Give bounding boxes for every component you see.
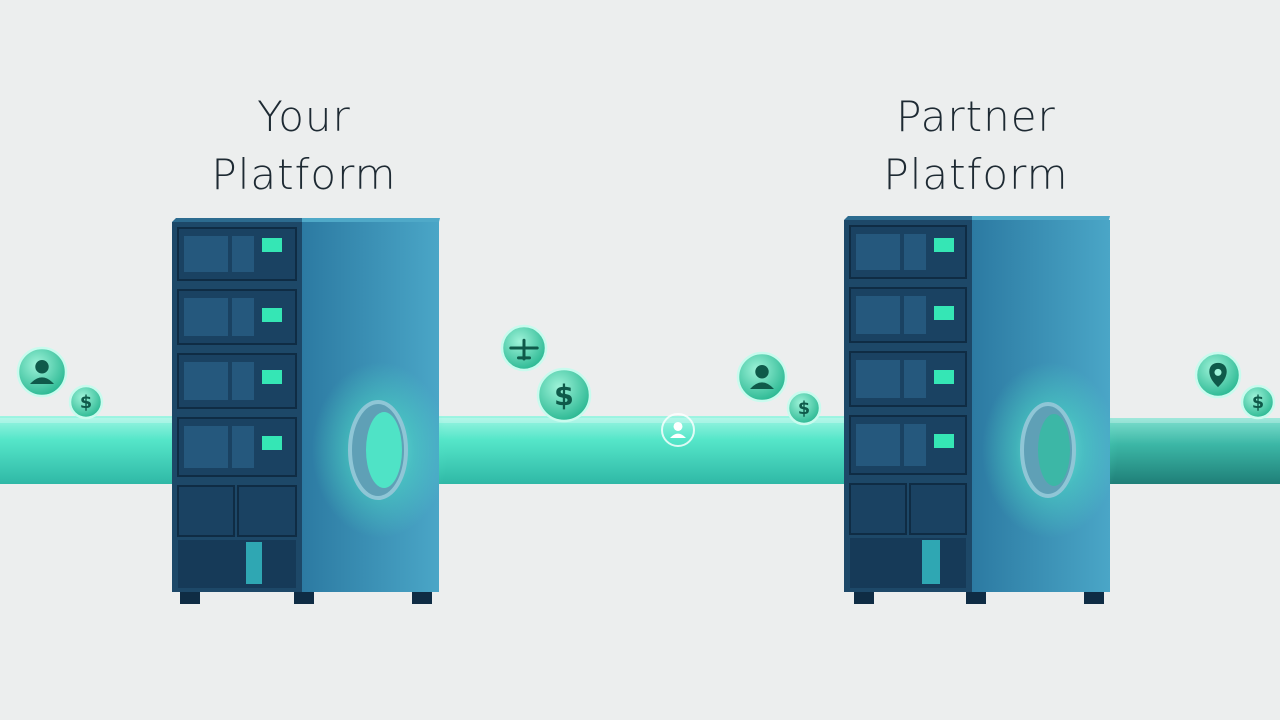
pipe-segment-left (0, 416, 180, 484)
svg-text:$: $ (798, 399, 810, 419)
dollar-icon: $ (798, 399, 810, 419)
status-light (262, 308, 282, 322)
data-tokens: $ $ $ $ (16, 324, 1276, 447)
plane-icon (509, 338, 539, 361)
svg-text:$: $ (80, 393, 92, 413)
token-dollar-icon: $ (68, 384, 104, 420)
status-light (262, 436, 282, 450)
status-light (262, 370, 282, 384)
drive-bay (177, 227, 297, 281)
svg-text:$: $ (1252, 393, 1264, 413)
partner-platform-label: Partner Platform (883, 92, 1069, 199)
token-dollar-icon: $ (536, 367, 592, 423)
your-platform-server (172, 218, 448, 604)
status-light (934, 306, 954, 320)
your-platform-label: Your Platform (211, 92, 397, 199)
token-plane-icon (500, 324, 548, 372)
drive-bay (177, 353, 297, 409)
status-light (934, 434, 954, 448)
drive-bay (849, 287, 967, 343)
token-location-pin-icon (1194, 351, 1242, 399)
drive-bay (177, 417, 297, 477)
token-person-icon (16, 346, 68, 398)
token-dollar-icon: $ (786, 390, 822, 426)
person-icon (670, 422, 686, 438)
location-pin-icon (1209, 362, 1227, 388)
drive-bay (177, 289, 297, 345)
dollar-icon: $ (80, 393, 92, 413)
drive-bay (849, 351, 967, 407)
person-icon (750, 365, 774, 389)
pipe-segment-middle (372, 416, 852, 484)
status-light (934, 370, 954, 384)
drive-bay (849, 225, 967, 279)
status-light (262, 238, 282, 252)
person-icon (30, 360, 54, 384)
token-person-icon (736, 351, 788, 403)
dollar-icon: $ (554, 378, 574, 412)
drive-bay (849, 415, 967, 475)
token-dollar-icon: $ (1240, 384, 1276, 420)
dollar-icon: $ (1252, 393, 1264, 413)
token-person-icon (661, 413, 695, 447)
partner-platform-server (844, 216, 1118, 604)
svg-text:$: $ (554, 378, 574, 412)
status-light (934, 238, 954, 252)
